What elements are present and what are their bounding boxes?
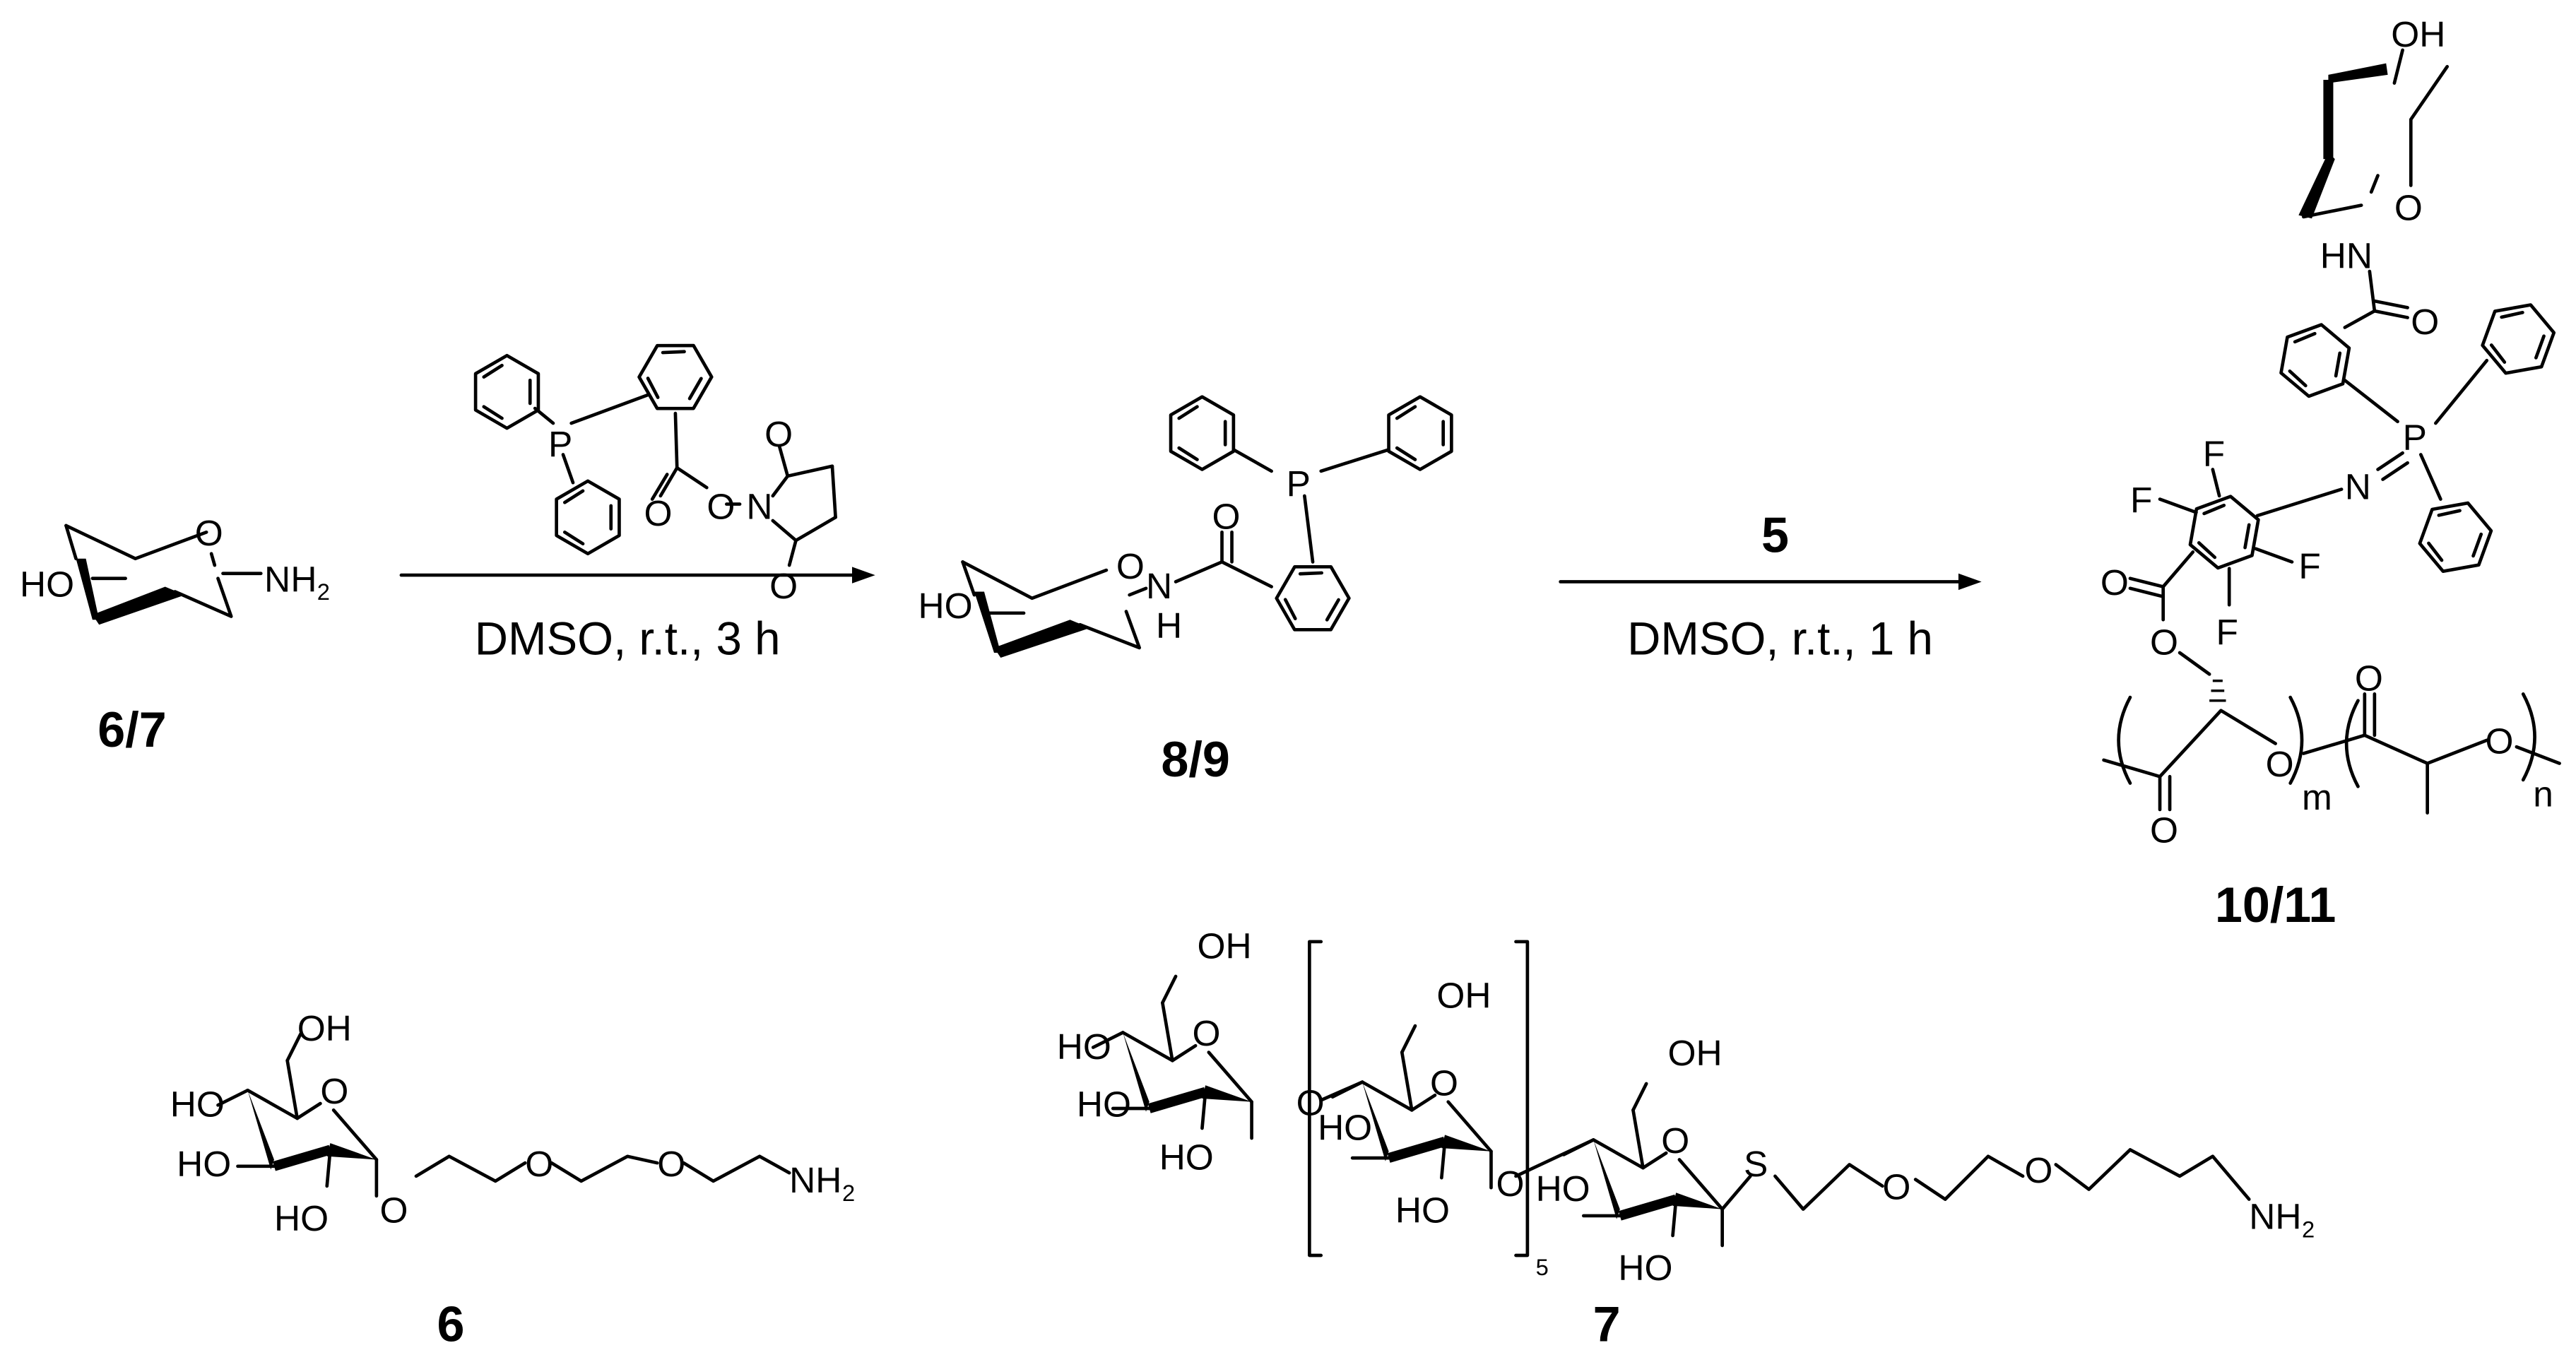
atom-label: HO	[1318, 1106, 1372, 1147]
atom-label: O	[1192, 1012, 1220, 1053]
atom-label: OH	[1668, 1032, 1723, 1073]
atom-label: NH	[789, 1159, 841, 1200]
compound-6-structure: HO HO HO OH O O O O NH 2	[170, 1007, 855, 1238]
atom-label: O	[1496, 1163, 1524, 1204]
compound-label-6-7: 6/7	[98, 702, 166, 757]
atom-label: O	[2266, 743, 2294, 784]
atom-label: OH	[1197, 925, 1251, 966]
atom-label: H	[290, 558, 317, 599]
atom-subscript: 2	[2302, 1216, 2315, 1242]
atom-label: OH	[1436, 974, 1491, 1015]
atom-label: HO	[170, 1084, 225, 1125]
atom-label: O	[764, 413, 793, 454]
atom-label: O	[644, 492, 673, 533]
atom-label: O	[769, 565, 798, 606]
atom-label: O	[707, 486, 735, 527]
atom-label: O	[525, 1143, 553, 1184]
atom-label: N	[746, 486, 772, 527]
compound-label-8-9: 8/9	[1161, 732, 1229, 787]
atom-label: F	[2203, 433, 2225, 474]
atom-label: O	[2101, 562, 2129, 603]
atom-label: O	[1116, 545, 1145, 586]
repeat-count-5: 5	[1536, 1254, 1549, 1280]
repeat-m: m	[2302, 776, 2332, 817]
atom-label: N	[264, 558, 290, 599]
atom-subscript: 2	[842, 1180, 855, 1206]
atom-label: O	[2355, 658, 2383, 699]
atom-label: O	[657, 1143, 685, 1184]
atom-label: HO	[1618, 1247, 1672, 1288]
atom-label: NH	[2249, 1196, 2301, 1237]
step1-conditions: DMSO, r.t., 3 h	[475, 613, 781, 664]
atom-label: O	[1430, 1062, 1458, 1103]
atom-label: O	[2485, 721, 2513, 762]
atom-label: O	[2411, 301, 2439, 342]
atom-label: P	[1287, 463, 1311, 504]
atom-label: HO	[918, 585, 972, 626]
atom-label: P	[548, 423, 572, 464]
atom-label: O	[2024, 1149, 2052, 1190]
atom-label: F	[2216, 611, 2238, 652]
compound-label-7: 7	[1593, 1297, 1621, 1352]
atom-label: O	[1212, 496, 1240, 537]
atom-label: HO	[274, 1197, 329, 1238]
atom-label: HO	[1057, 1026, 1111, 1067]
atom-label: N	[1146, 565, 1172, 606]
compound-8-9-structure: HO O N H O P	[918, 397, 1451, 658]
atom-label: O	[2150, 810, 2178, 851]
compound-7-structure: HO HO HO OH O O HO HO OH O O HO HO OH O …	[1057, 925, 2315, 1288]
atom-label: N	[2345, 466, 2371, 507]
atom-label: HO	[1395, 1189, 1450, 1230]
atom-label: F	[2298, 545, 2320, 586]
step2-reagent: 5	[1761, 507, 1789, 562]
atom-label: P	[2403, 416, 2427, 457]
atom-label: O	[1296, 1082, 1325, 1123]
atom-label: H	[1156, 605, 1182, 646]
atom-label: O	[1882, 1166, 1910, 1207]
compound-10-11-structure: OH O HN O P N F F F F O O O O O O m n	[2101, 13, 2560, 851]
atom-label: HO	[1077, 1084, 1131, 1125]
reaction-arrow-2	[1559, 573, 1982, 591]
repeat-n: n	[2533, 773, 2553, 814]
atom-label: HO	[1536, 1168, 1590, 1209]
atom-label: O	[2394, 187, 2423, 228]
atom-label: HO	[177, 1143, 231, 1184]
atom-label: O	[1661, 1120, 1689, 1161]
atom-label: S	[1744, 1143, 1768, 1184]
compound-6-7-structure: HO O N H 2	[20, 512, 330, 625]
atom-label: OH	[297, 1007, 352, 1048]
atom-label: O	[195, 512, 223, 553]
phosphine-nhs-ester-reagent: P O O N O O	[475, 330, 837, 606]
atom-label: F	[2130, 479, 2152, 520]
atom-label: O	[380, 1189, 408, 1230]
atom-label: HO	[1159, 1136, 1214, 1177]
atom-label: OH	[2391, 13, 2445, 54]
reaction-arrow-1	[399, 567, 875, 584]
atom-label: HO	[20, 563, 74, 604]
atom-label: HN	[2320, 235, 2373, 276]
compound-label-6: 6	[437, 1297, 465, 1352]
step2-conditions: DMSO, r.t., 1 h	[1627, 613, 1933, 664]
atom-label: O	[2150, 621, 2178, 662]
atom-subscript: 2	[317, 579, 330, 605]
atom-label: O	[320, 1070, 348, 1111]
compound-label-10-11: 10/11	[2215, 877, 2336, 933]
